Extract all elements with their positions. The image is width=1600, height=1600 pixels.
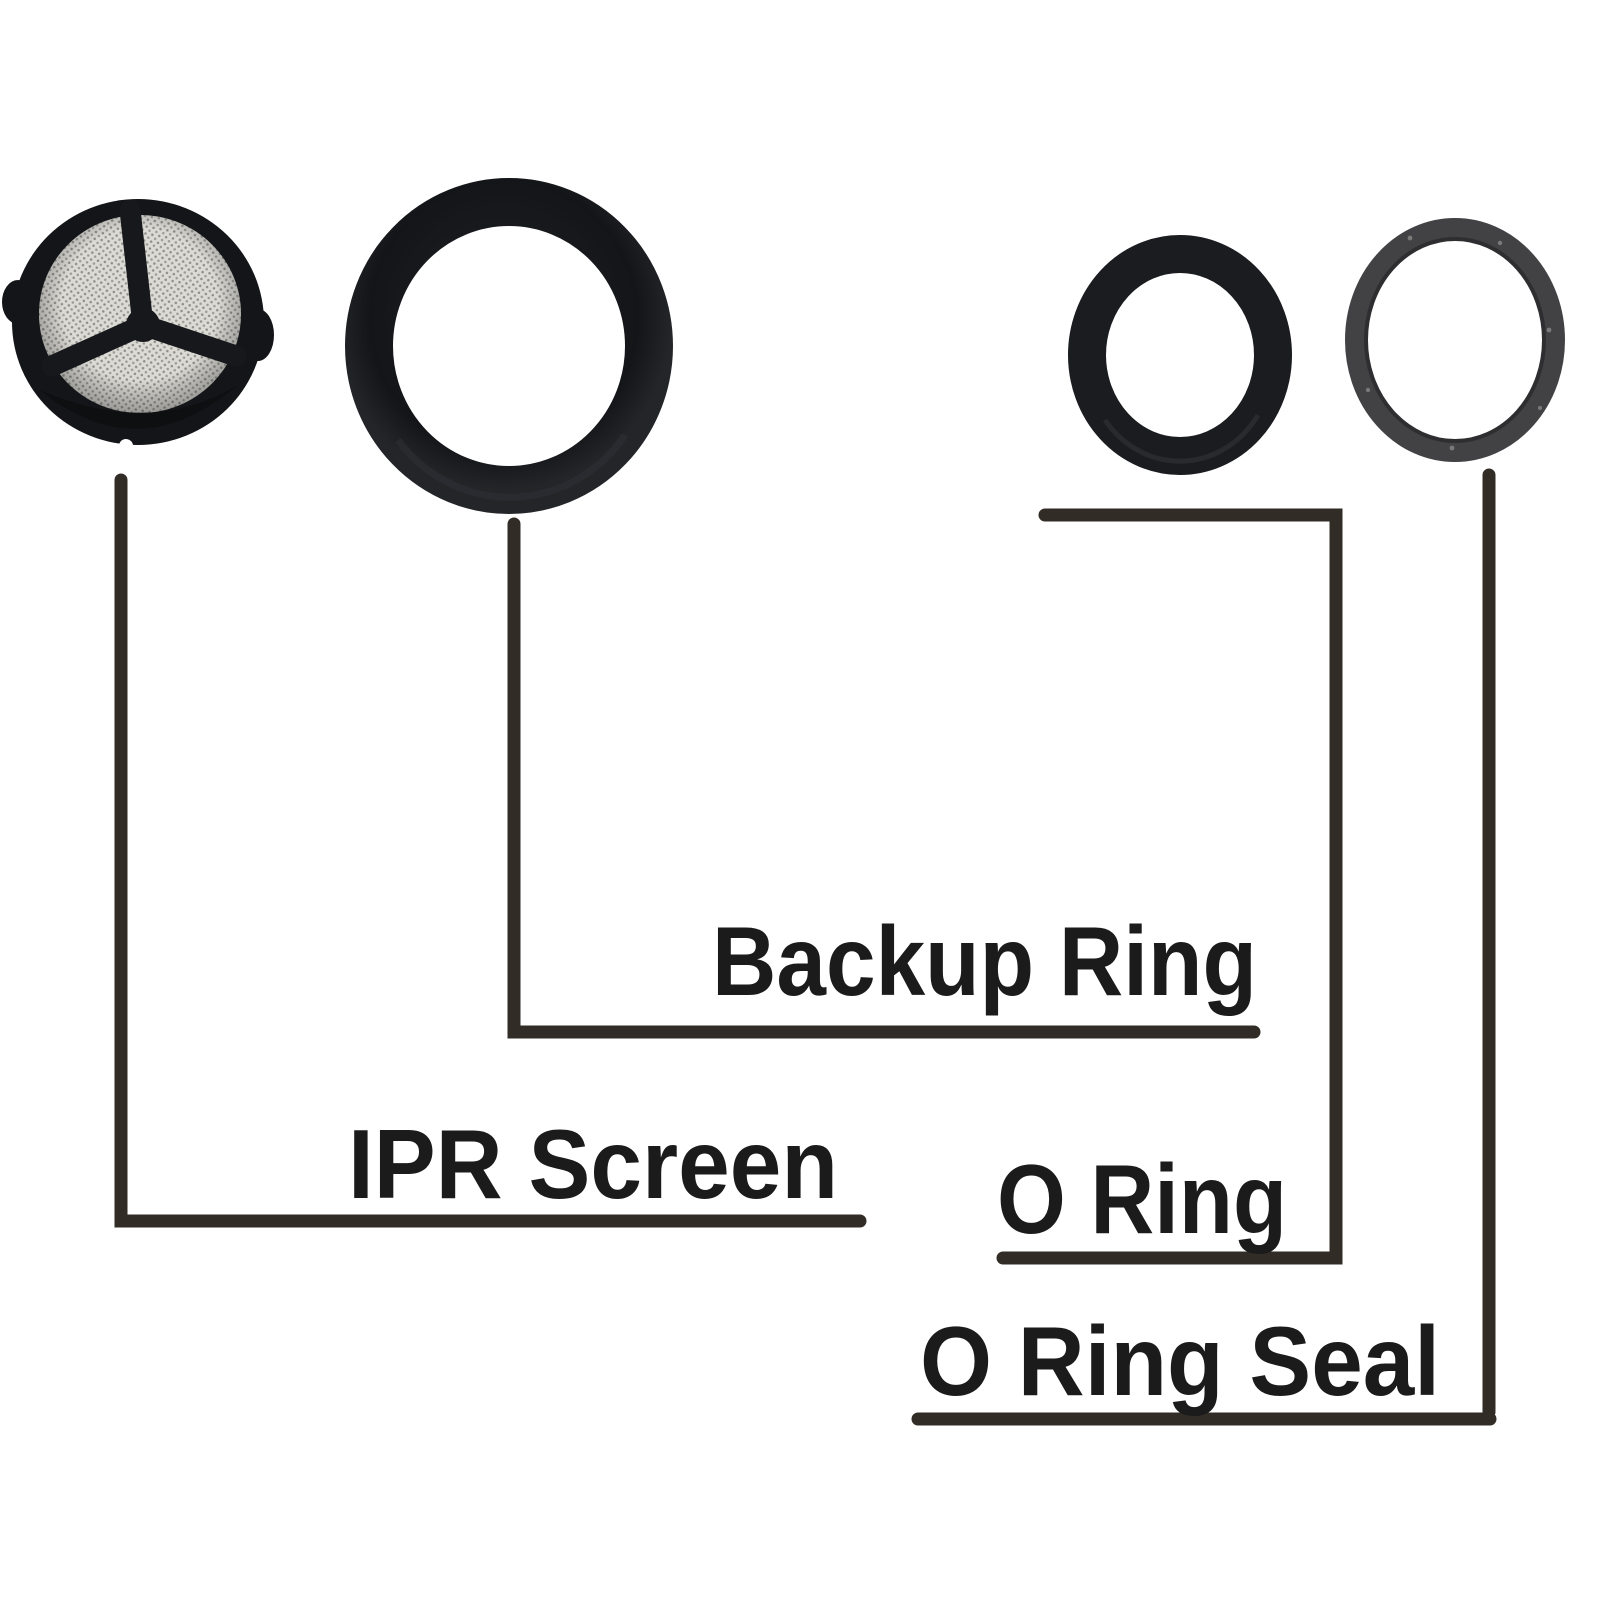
backup-ring-callout-line <box>507 517 1261 1039</box>
o-ring-seal-callout-line <box>911 468 1497 1426</box>
o-ring-callout-line <box>996 508 1343 1265</box>
o-ring-label: O Ring <box>997 1144 1287 1254</box>
o-ring-seal-body <box>1345 218 1565 462</box>
labels: Backup Ring IPR Screen O Ring O Ring Sea… <box>348 906 1440 1416</box>
o-ring-seal-speckles <box>1365 235 1552 451</box>
ipr-screen-bottom-lip <box>40 385 238 429</box>
backup-ring-body <box>345 178 673 514</box>
ipr-screen-part <box>2 199 274 453</box>
o-ring-body <box>1068 235 1292 475</box>
o-ring-seal-label: O Ring Seal <box>920 1306 1440 1416</box>
ipr-screen-bottom-notch <box>119 439 133 453</box>
backup-ring-part <box>345 178 673 514</box>
ipr-screen-label: IPR Screen <box>348 1109 838 1219</box>
ipr-screen-callout-line <box>114 473 867 1228</box>
backup-ring-label: Backup Ring <box>712 906 1257 1016</box>
o-ring-seal-inner-edge <box>1364 237 1546 443</box>
callout-lines <box>114 468 1497 1426</box>
ipr-screen-hub <box>126 308 160 342</box>
o-ring-sheen <box>1102 413 1261 464</box>
o-ring-seal-part <box>1345 218 1565 462</box>
backup-ring-sheen <box>395 433 628 501</box>
o-ring-part <box>1068 235 1292 475</box>
